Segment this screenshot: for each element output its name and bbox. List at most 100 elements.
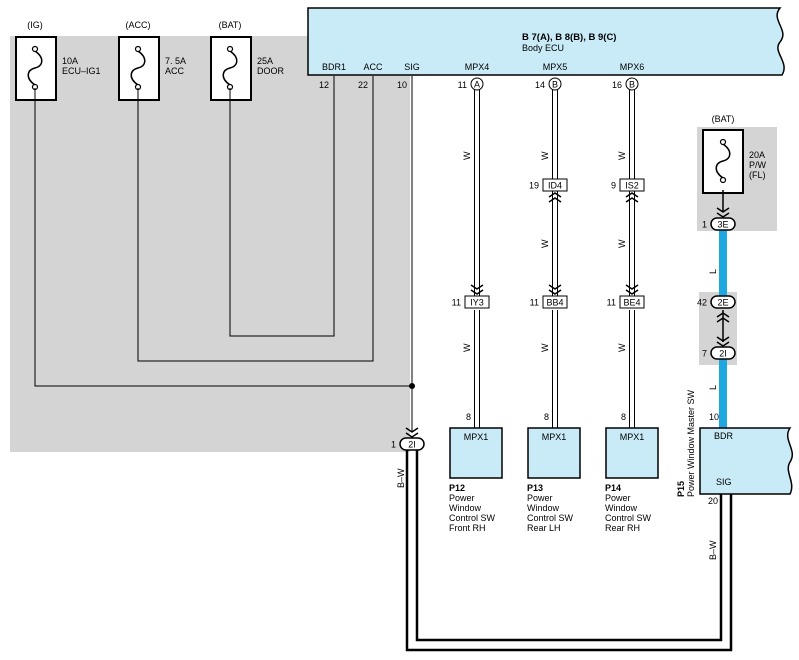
wire-color-l-1: L [708, 269, 718, 274]
mpx6-wire-b [629, 191, 635, 296]
fuse-sub-pw: (FL) [749, 170, 766, 180]
fuse-rating-bat: 25A [257, 56, 273, 66]
mpx4-wire-a [474, 90, 480, 296]
chevron-2i-right-stroke-2 [716, 341, 730, 347]
switch-port-rear-lh: MPX1 [542, 432, 567, 442]
master-name: Power Window Master SW [686, 389, 696, 497]
switch-desc-front-rh-1: Power [449, 493, 475, 503]
chevron-id4 [548, 192, 562, 203]
conn-circle-a [470, 77, 484, 91]
wire-color-w-mpx6-1: W [617, 151, 627, 160]
conn-num-iy3: 11 [452, 298, 461, 308]
master-switch-box [699, 427, 793, 495]
switch-desc-rear-lh-4: Rear LH [527, 523, 561, 533]
pill-2i-left [399, 437, 425, 451]
chevron-iy3-stroke-1 [470, 284, 484, 290]
ecu-pin-num-16: 16 [612, 80, 622, 90]
fuse-wires [34, 76, 413, 432]
fuse-rating-pw: 20A [749, 150, 765, 160]
pill-num-2i-right: 7 [702, 349, 707, 359]
switch-desc-rear-lh-2: Window [527, 503, 560, 513]
pill-code-3e: 3E [717, 220, 728, 230]
pill-2e [710, 295, 736, 309]
wire-color-w-mpx4-2: W [462, 343, 472, 352]
conn-box-be4 [619, 295, 645, 309]
l-wire [719, 190, 727, 428]
fuse-symbol-pw-terminal-1 [719, 138, 727, 146]
chevron-bb4-stroke-2 [548, 289, 562, 295]
switch-desc-rear-lh-3: Control SW [527, 513, 574, 523]
pill-2i-right [710, 346, 736, 360]
fuse-name-acc: ACC [165, 66, 185, 76]
wire-acc-to-acc [137, 76, 374, 362]
wire-bat-to-bdr1 [229, 76, 335, 337]
fuse-symbol-ig-terminal-1 [31, 45, 39, 53]
chevron-3e-stroke-2 [716, 212, 730, 218]
switch-desc-rear-rh-1: Power [605, 493, 631, 503]
mpx4-wire-b [474, 310, 480, 428]
mpx5-wire-c [552, 310, 558, 428]
switch-desc-rear-rh-3: Control SW [605, 513, 652, 523]
pill-code-2i-right: 2I [719, 349, 727, 359]
ecu-pin-num-12: 12 [319, 80, 329, 90]
master-ref: P15 [676, 481, 686, 497]
ecu-pin-numbers: 12 22 10 11 14 16 [319, 80, 622, 90]
switch-pin-rear-rh: 8 [621, 412, 626, 422]
wire-color-bw-left: B–W [396, 468, 406, 488]
switch-ref-rear-rh: P14 [605, 483, 621, 493]
bw-wire-inner [415, 450, 723, 642]
switch-desc-rear-rh-4: Rear RH [605, 523, 640, 533]
master-sig-pin: 20 [708, 496, 718, 506]
splice-point [409, 383, 415, 389]
fuse-rating-acc: 7. 5A [165, 56, 186, 66]
fuse-symbol-acc-terminal-1 [134, 45, 142, 53]
fuse-rating-ig: 10A [62, 56, 78, 66]
chevron-is2-stroke-1 [625, 197, 639, 203]
switch-desc-front-rh-3: Control SW [449, 513, 496, 523]
mpx5-wire-b [552, 191, 558, 296]
pill-3e [710, 217, 736, 231]
fuse-symbol-acc [130, 45, 146, 91]
wire-color-w-mpx6-3: W [617, 343, 627, 352]
master-sig-label: SIG [716, 477, 732, 487]
chevron-id4-stroke-2 [548, 192, 562, 198]
chevron-be4 [625, 284, 639, 295]
switch-box-rear-lh [527, 427, 581, 479]
wire-color-w-mpx5-1: W [540, 151, 550, 160]
switch-box-front-rh [449, 427, 503, 479]
ecu-pin-label-acc: ACC [363, 62, 383, 72]
ecu-pin-label-sig: SIG [404, 62, 420, 72]
conn-letter-b1: B [552, 80, 558, 90]
fuse-symbol-ig [27, 45, 43, 91]
conn-num-id4: 19 [529, 181, 539, 191]
fuse-symbol-pw [715, 138, 731, 184]
conn-box-bb4 [542, 295, 568, 309]
fuse-symbol-pw-terminal-2 [719, 176, 727, 184]
master-switch: 10 BDR SIG 20 P15 Power Window Master SW [676, 389, 793, 506]
wire-color-labels: W W W W W W W W L L B–W B–W [396, 151, 718, 560]
wire-color-w-mpx5-2: W [540, 239, 550, 248]
conn-code-iy3: IY3 [470, 298, 484, 308]
pill-num-2i-left: 1 [391, 440, 396, 450]
chevron-bb4 [548, 284, 562, 295]
chevron-iy3-stroke-2 [470, 289, 484, 295]
fuse-symbol-ig-curve [27, 50, 43, 86]
conn-circle-b1 [548, 77, 562, 91]
chevron-be4-stroke-1 [625, 284, 639, 290]
fuse-source-pw: (BAT) [712, 114, 735, 124]
fuse-symbol-acc-curve [130, 50, 146, 86]
switch-port-rear-rh: MPX1 [620, 432, 645, 442]
pill-code-2i-left: 2I [408, 440, 416, 450]
fuse-symbol-bat [222, 45, 238, 91]
mpx6-wire-c [629, 310, 635, 428]
inline-connectors: ID4 19 IS2 9 IY3 11 BB4 11 BE4 11 [452, 178, 645, 309]
pill-num-2e: 42 [697, 298, 707, 308]
switch-desc-rear-rh-2: Window [605, 503, 638, 513]
wire-color-w-mpx5-3: W [540, 343, 550, 352]
conn-code-id4: ID4 [548, 181, 562, 191]
ecu-pin-num-11: 11 [458, 80, 467, 90]
chevron-2i-left-stroke-1 [405, 427, 419, 433]
chevron-bb4-stroke-1 [548, 284, 562, 290]
fuse-name-ig: ECU–IG1 [62, 66, 101, 76]
